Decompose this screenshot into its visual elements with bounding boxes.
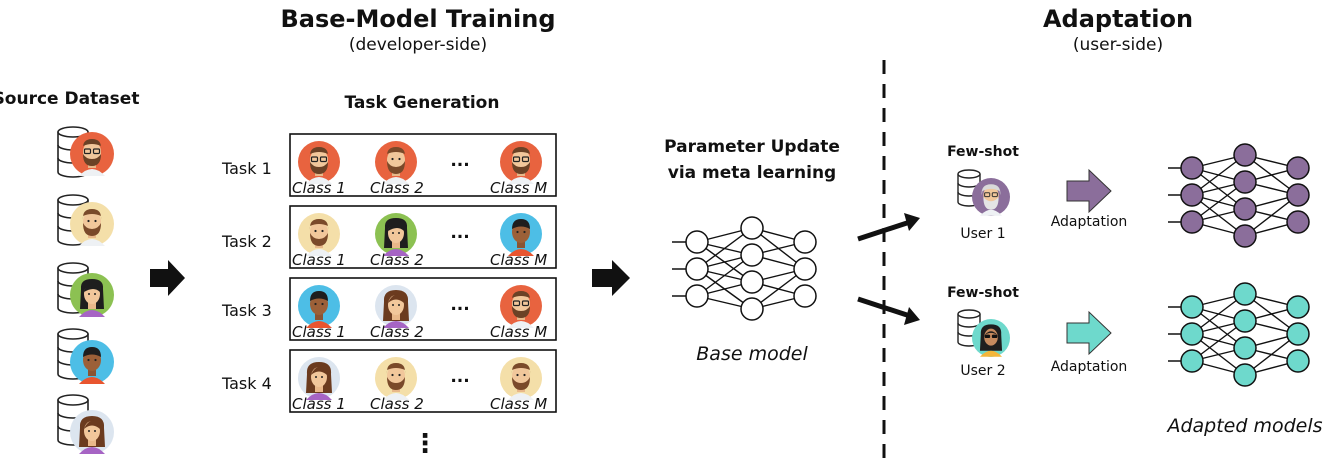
arrow-right-icon bbox=[150, 260, 185, 296]
ellipsis: ... bbox=[450, 151, 469, 171]
class-label: Class 2 bbox=[370, 251, 424, 269]
adaptation-title: Adaptation bbox=[1043, 5, 1193, 33]
adaptation-label: Adaptation bbox=[1051, 359, 1128, 375]
class-label: Class M bbox=[490, 179, 547, 197]
class-label: Class 2 bbox=[370, 179, 424, 197]
class-label: Class 1 bbox=[292, 251, 346, 269]
base-model-caption: Base model bbox=[696, 343, 808, 365]
task-label: Task 4 bbox=[221, 374, 272, 393]
class-label: Class 2 bbox=[370, 323, 424, 341]
few-shot-label: Few-shot bbox=[947, 285, 1019, 301]
base-model-title-line1: Parameter Update bbox=[664, 137, 840, 157]
arrow-icon bbox=[904, 307, 920, 325]
class-label: Class M bbox=[490, 323, 547, 341]
task-label: Task 1 bbox=[221, 159, 272, 178]
class-label: Class M bbox=[490, 251, 547, 269]
base-training-title: Base-Model Training bbox=[281, 5, 556, 33]
adapted-model-nodes bbox=[1180, 282, 1310, 387]
user-label: User 1 bbox=[960, 226, 1005, 242]
base-model-title-line2: via meta learning bbox=[668, 163, 836, 183]
class-label: Class M bbox=[490, 395, 547, 413]
class-label: Class 1 bbox=[292, 395, 346, 413]
adapted-model-nodes bbox=[1180, 143, 1310, 248]
source-dataset-title: Source Dataset bbox=[0, 89, 139, 109]
arrow-right-icon bbox=[592, 260, 630, 296]
task-label: Task 3 bbox=[221, 301, 272, 320]
adaptation-subtitle: (user-side) bbox=[1073, 35, 1163, 55]
class-label: Class 1 bbox=[292, 179, 346, 197]
ellipsis: ... bbox=[450, 295, 469, 315]
task-generation-title: Task Generation bbox=[345, 93, 500, 113]
arrow-right-icon bbox=[1066, 310, 1112, 356]
class-label: Class 1 bbox=[292, 323, 346, 341]
source-dataset-items bbox=[57, 126, 114, 454]
vertical-ellipsis: ⋮ bbox=[412, 429, 438, 458]
base-training-subtitle: (developer-side) bbox=[349, 35, 487, 55]
base-model-nodes bbox=[685, 216, 817, 321]
ellipsis: ... bbox=[450, 223, 469, 243]
few-shot-label: Few-shot bbox=[947, 144, 1019, 160]
task-label: Task 2 bbox=[221, 232, 272, 251]
ellipsis: ... bbox=[450, 367, 469, 387]
adaptation-label: Adaptation bbox=[1051, 214, 1128, 230]
class-label: Class 2 bbox=[370, 395, 424, 413]
arrow-icon bbox=[904, 213, 920, 231]
arrow-right-icon bbox=[1066, 168, 1112, 214]
adapted-models-caption: Adapted models bbox=[1165, 415, 1322, 437]
user-label: User 2 bbox=[960, 363, 1005, 379]
